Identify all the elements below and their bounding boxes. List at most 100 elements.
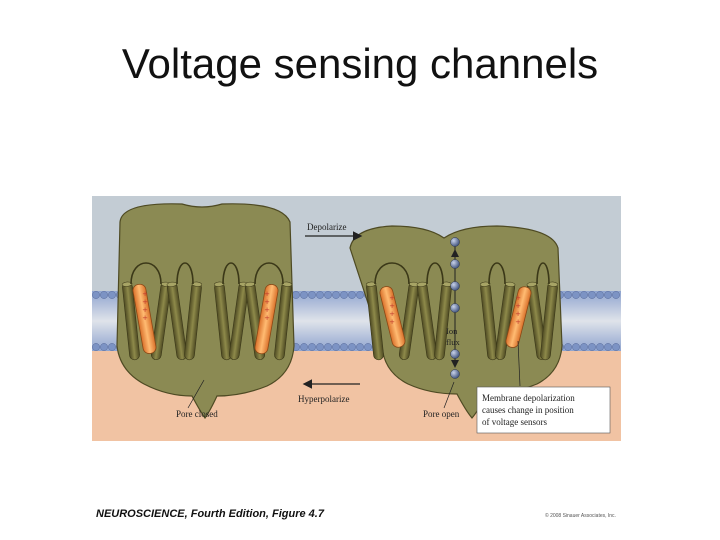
lipid-head xyxy=(108,291,116,299)
lipid-head xyxy=(364,343,372,351)
callout-leader xyxy=(517,340,521,387)
lipid-head xyxy=(596,291,604,299)
gating-charge: + xyxy=(264,298,270,306)
gating-charge: + xyxy=(264,290,270,298)
open-voltage-sensors xyxy=(379,286,532,348)
lipid-head xyxy=(580,343,588,351)
lipid-head xyxy=(324,343,332,351)
lipid-head xyxy=(100,343,108,351)
ion xyxy=(450,303,460,313)
callout-line-3: of voltage sensors xyxy=(482,417,547,427)
lipid-head xyxy=(92,291,100,299)
lipid-head xyxy=(308,291,316,299)
helix-loop xyxy=(374,262,410,285)
ion xyxy=(450,237,460,247)
helix xyxy=(166,281,188,360)
ion xyxy=(450,369,460,379)
gating-charge: + xyxy=(389,302,395,310)
lipid-head xyxy=(596,343,604,351)
gating-charge: + xyxy=(389,294,395,302)
lipid-head xyxy=(572,343,580,351)
ion xyxy=(450,259,460,269)
gating-charge: + xyxy=(389,310,395,318)
gating-charge: + xyxy=(515,310,521,318)
lipid-head xyxy=(572,291,580,299)
voltage-sensor xyxy=(254,284,279,355)
voltage-sensor xyxy=(379,286,406,348)
copyright-notice: © 2008 Sinauer Associates, Inc. xyxy=(545,513,616,519)
lipid-head xyxy=(100,291,108,299)
ion-label: Ion xyxy=(446,326,458,336)
helix-loop xyxy=(488,262,506,285)
gating-charge: + xyxy=(515,294,521,302)
helix xyxy=(494,281,516,360)
flux-label: flux xyxy=(446,337,460,347)
helix-loop xyxy=(130,262,162,285)
lipid-head xyxy=(348,343,356,351)
lipid-head xyxy=(612,343,620,351)
lipid-head xyxy=(356,291,364,299)
callout-line-2: causes change in position xyxy=(482,405,574,415)
helix xyxy=(228,281,250,360)
gating-charge: + xyxy=(142,314,148,322)
gating-charge: + xyxy=(389,318,395,326)
ion xyxy=(450,281,460,291)
lipid-head xyxy=(340,343,348,351)
gating-charge: + xyxy=(264,314,270,322)
callout-line-1: Membrane depolarization xyxy=(482,393,575,403)
lipid-head xyxy=(604,291,612,299)
lipid-head xyxy=(348,291,356,299)
lipid-head xyxy=(300,291,308,299)
lipid-head xyxy=(580,291,588,299)
figure-caption: NEUROSCIENCE, Fourth Edition, Figure 4.7 xyxy=(96,508,324,520)
lipid-head xyxy=(316,291,324,299)
gating-charge: + xyxy=(264,306,270,314)
lipid-head xyxy=(332,291,340,299)
lipid-head xyxy=(588,291,596,299)
lipid-head xyxy=(292,291,300,299)
gating-charge: + xyxy=(142,306,148,314)
hyperpolarize-label: Hyperpolarize xyxy=(298,394,349,404)
lipid-head xyxy=(612,291,620,299)
callout-box xyxy=(476,386,611,434)
gating-charges: ++++++++++++++++ xyxy=(142,290,521,326)
lipid-head xyxy=(588,343,596,351)
channel-diagram: ++++++++++++++++ Depolarize Hyperpolariz… xyxy=(92,196,621,441)
pore-open-leader xyxy=(443,381,455,409)
lipid-head xyxy=(324,291,332,299)
helix xyxy=(434,281,453,361)
lipid-head xyxy=(92,343,100,351)
gating-charge: + xyxy=(142,290,148,298)
helix xyxy=(213,281,232,361)
helix-loop xyxy=(536,262,550,285)
pore-closed-label: Pore closed xyxy=(176,409,218,419)
helix-loop xyxy=(222,262,240,285)
lipid-head xyxy=(308,343,316,351)
helix-loop xyxy=(254,262,284,285)
helix xyxy=(365,281,384,361)
helix xyxy=(274,281,293,361)
gating-charge: + xyxy=(142,298,148,306)
lipid-head xyxy=(564,291,572,299)
open-channel-body xyxy=(349,225,563,419)
lipid-head xyxy=(300,343,308,351)
lipid-head xyxy=(604,343,612,351)
lipid-head xyxy=(340,291,348,299)
lipid-head xyxy=(564,343,572,351)
lipid-head xyxy=(108,343,116,351)
closed-voltage-sensors xyxy=(132,283,279,355)
lipid-head xyxy=(316,343,324,351)
gating-charge: + xyxy=(515,318,521,326)
slide-title: Voltage sensing channels xyxy=(121,40,599,87)
voltage-sensor xyxy=(505,286,532,348)
channel-figure: ++++++++++++++++ Depolarize Hyperpolariz… xyxy=(92,196,621,441)
helix xyxy=(150,281,172,360)
closed-channel-helices xyxy=(121,262,293,361)
lipid-head xyxy=(332,343,340,351)
helix xyxy=(184,281,203,361)
gating-charge: + xyxy=(515,302,521,310)
helix xyxy=(479,281,498,361)
helix xyxy=(540,281,559,361)
lipid-head xyxy=(356,343,364,351)
helix xyxy=(121,281,140,361)
